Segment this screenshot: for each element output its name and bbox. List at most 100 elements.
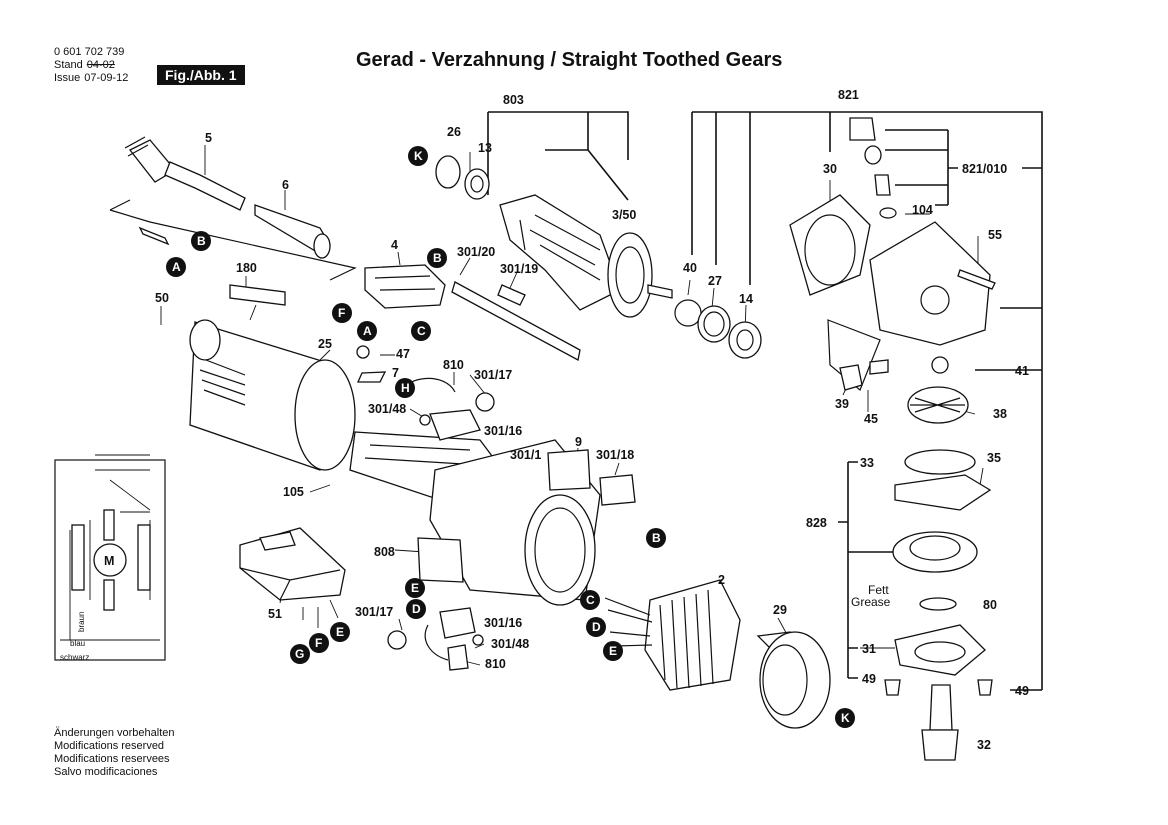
label-301-48-a: 301/48	[368, 402, 406, 416]
wire-label-schwarz: schwarz	[60, 653, 89, 662]
svg-text:F: F	[338, 306, 345, 320]
label-50: 50	[155, 291, 169, 305]
part-motor-housing	[189, 284, 356, 471]
label-301-1: 301/1	[510, 448, 541, 462]
svg-text:C: C	[586, 593, 595, 607]
svg-text:H: H	[401, 381, 410, 395]
label-26: 26	[447, 125, 461, 139]
stand-old-date: 04-02	[86, 59, 115, 71]
svg-text:E: E	[411, 581, 419, 595]
issue-date: 07-09-12	[84, 72, 129, 84]
svg-text:D: D	[412, 602, 421, 616]
issue-label: Issue	[54, 72, 81, 84]
label-25: 25	[318, 337, 332, 351]
label-38: 38	[993, 407, 1007, 421]
svg-text:B: B	[433, 251, 442, 265]
part-guard-29	[756, 631, 831, 729]
label-49-a: 49	[862, 672, 876, 686]
marker-d-coil: D	[586, 617, 606, 637]
label-4: 4	[391, 238, 398, 252]
label-55: 55	[988, 228, 1002, 242]
svg-text:C: C	[417, 324, 426, 338]
part-field-housing	[429, 439, 636, 606]
label-14: 14	[739, 292, 753, 306]
label-301-20: 301/20	[457, 245, 495, 259]
marker-h: H	[395, 378, 415, 398]
part-cord-plug	[109, 136, 357, 281]
svg-text:K: K	[414, 149, 423, 163]
label-41: 41	[1015, 364, 1029, 378]
wire-label-braun: braun	[77, 612, 86, 632]
motor-letter: M	[104, 554, 114, 568]
footer-notes: Änderungen vorbehalten Modifications res…	[54, 727, 174, 779]
part-number: 0 601 702 739	[54, 46, 125, 58]
label-30: 30	[823, 162, 837, 176]
svg-text:E: E	[609, 644, 617, 658]
label-5: 5	[205, 131, 212, 145]
label-810-a: 810	[443, 358, 464, 372]
part-gear-housing	[789, 117, 996, 346]
marker-k-top: K	[408, 146, 428, 166]
marker-a-switch: A	[357, 321, 377, 341]
note-line: Modifications reserved	[54, 740, 165, 752]
part-field-coil	[604, 579, 741, 691]
label-31: 31	[862, 642, 876, 656]
marker-c-coil: C	[580, 590, 600, 610]
label-49-b: 49	[1015, 684, 1029, 698]
marker-b-cord: B	[191, 231, 211, 251]
marker-f-cover: F	[309, 633, 329, 653]
label-33: 33	[860, 456, 874, 470]
motor-symbol	[93, 543, 127, 577]
label-29: 29	[773, 603, 787, 617]
label-301-16-a: 301/16	[484, 424, 522, 438]
label-3-50: 3/50	[612, 208, 636, 222]
label-35: 35	[987, 451, 1001, 465]
issue-row: Issue 07-09-12	[54, 72, 128, 85]
label-828: 828	[806, 516, 827, 530]
stand-label: Stand	[54, 59, 83, 71]
label-803: 803	[503, 93, 524, 107]
label-grease: Grease	[851, 595, 891, 609]
wire-label-blau: blau	[70, 639, 85, 648]
part-labels: 803 821 821/010 104 26 13 5 6 3/50 30 55…	[155, 88, 1029, 752]
part-brush-holders	[387, 377, 495, 671]
marker-d-brush: D	[406, 599, 426, 619]
document-meta: 0 601 702 739 Stand 04-02 Issue 07-09-12	[54, 46, 128, 85]
figure-label: Fig./Abb. 1	[157, 65, 245, 85]
marker-e-cover: E	[330, 622, 350, 642]
svg-text:K: K	[841, 711, 850, 725]
label-821: 821	[838, 88, 859, 102]
label-39: 39	[835, 397, 849, 411]
note-line: Änderungen vorbehalten	[54, 727, 175, 739]
note-line: Salvo modificaciones	[54, 766, 158, 778]
page-title: Gerad - Verzahnung / Straight Toothed Ge…	[356, 49, 783, 71]
marker-a-cord: A	[166, 257, 186, 277]
label-301-18: 301/18	[596, 448, 634, 462]
wiring-diagram: M blau schwarz braun	[54, 454, 166, 662]
marker-e-brush: E	[405, 578, 425, 598]
label-fett: Fett	[868, 583, 889, 597]
stand-row: Stand 04-02	[54, 59, 128, 72]
label-9: 9	[575, 435, 582, 449]
marker-e-coil: E	[603, 641, 623, 661]
label-27: 27	[708, 274, 722, 288]
label-2: 2	[718, 573, 725, 587]
label-301-17-a: 301/17	[474, 368, 512, 382]
label-180: 180	[236, 261, 257, 275]
connection-markers: K B A B F A C H	[166, 146, 855, 728]
part-gears-spindle	[827, 319, 993, 761]
label-301-48-b: 301/48	[491, 637, 529, 651]
svg-text:B: B	[652, 531, 661, 545]
label-104: 104	[912, 203, 933, 217]
label-47: 47	[396, 347, 410, 361]
note-line: Modifications reservees	[54, 753, 170, 765]
marker-f-switch: F	[332, 303, 352, 323]
marker-b-coil: B	[646, 528, 666, 548]
marker-b-switch: B	[427, 248, 447, 268]
label-32: 32	[977, 738, 991, 752]
label-80: 80	[983, 598, 997, 612]
svg-text:A: A	[363, 324, 372, 338]
label-40: 40	[683, 261, 697, 275]
label-821-010: 821/010	[962, 162, 1007, 176]
